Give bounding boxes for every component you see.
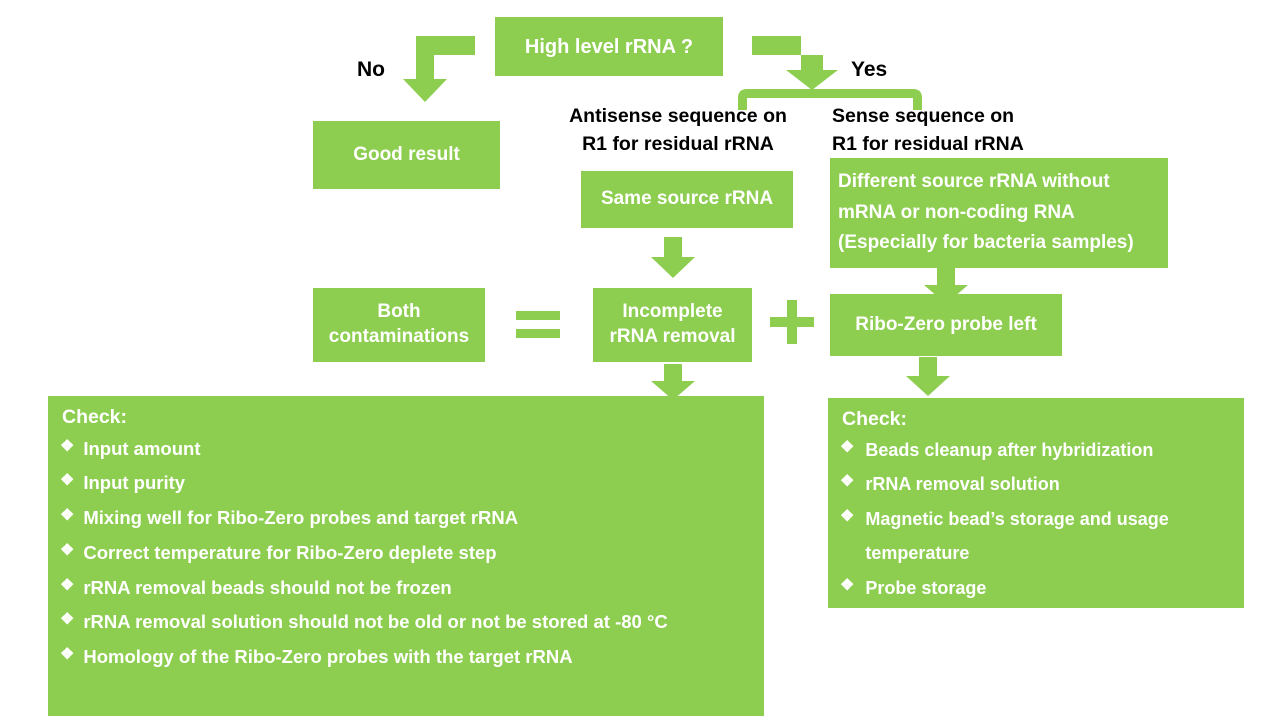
caption-antisense-sequence: Antisense sequence on R1 for residual rR… (569, 105, 787, 155)
checklist-left-items: ❖ Input amount ❖ Input purity ❖ Mixing w… (60, 432, 752, 675)
node-same-source-rrna: Same source rRNA (581, 171, 793, 228)
diamond-bullet-icon: ❖ (840, 507, 855, 525)
list-item: ❖ Magnetic bead’s storage and usage temp… (840, 502, 1232, 571)
node-both-contaminations: Both contaminations (313, 288, 485, 362)
diamond-bullet-icon: ❖ (60, 437, 75, 455)
split-bracket (738, 89, 922, 110)
arrow-down-to-check-right (906, 357, 950, 396)
equals-sign-icon: = (516, 311, 560, 339)
diamond-bullet-icon: ❖ (60, 611, 75, 629)
list-item: ❖ rRNA removal beads should not be froze… (60, 571, 752, 606)
checklist-left-title: Check: (62, 406, 128, 428)
checklist-right: Check: ❖ Beads cleanup after hybridizati… (828, 398, 1244, 608)
arrow-down-to-check-left (651, 364, 695, 400)
node-incomplete-rrna-removal: Incomplete rRNA removal (593, 288, 752, 362)
node-high-level-rrna: High level rRNA ? (495, 17, 723, 76)
checklist-right-items: ❖ Beads cleanup after hybridization ❖ rR… (840, 433, 1232, 606)
list-item: ❖ Beads cleanup after hybridization (840, 433, 1232, 468)
list-item: ❖ Probe storage (840, 571, 1232, 606)
diamond-bullet-icon: ❖ (60, 646, 75, 664)
list-item: ❖ Homology of the Ribo-Zero probes with … (60, 640, 752, 675)
list-item: ❖ Correct temperature for Ribo-Zero depl… (60, 536, 752, 571)
checklist-right-title: Check: (842, 408, 908, 430)
branch-label-yes: Yes (851, 58, 888, 81)
diamond-bullet-icon: ❖ (60, 507, 75, 525)
checklist-left: Check: ❖ Input amount ❖ Input purity ❖ M… (48, 396, 764, 716)
diamond-bullet-icon: ❖ (840, 473, 855, 491)
elbow-arrow-yes (752, 36, 838, 90)
list-item: ❖ Input amount (60, 432, 752, 467)
diamond-bullet-icon: ❖ (840, 576, 855, 594)
list-item: ❖ rRNA removal solution (840, 467, 1232, 502)
branch-label-no: No (357, 58, 385, 81)
node-different-source-rrna: Different source rRNA without mRNA or no… (830, 158, 1168, 268)
node-good-result: Good result (313, 121, 500, 189)
diamond-bullet-icon: ❖ (60, 576, 75, 594)
plus-sign-icon: + (770, 300, 814, 344)
diamond-bullet-icon: ❖ (60, 541, 75, 559)
diamond-bullet-icon: ❖ (840, 438, 855, 456)
list-item: ❖ rRNA removal solution should not be ol… (60, 605, 752, 640)
list-item: ❖ Mixing well for Ribo-Zero probes and t… (60, 501, 752, 536)
arrow-down-same-source (651, 237, 695, 278)
caption-sense-sequence: Sense sequence on R1 for residual rRNA (832, 105, 1024, 155)
list-item: ❖ Input purity (60, 466, 752, 501)
diamond-bullet-icon: ❖ (60, 472, 75, 490)
elbow-arrow-no (403, 36, 475, 102)
arrow-down-different-source (924, 268, 968, 304)
node-ribozero-probe-left: Ribo-Zero probe left (830, 294, 1062, 356)
